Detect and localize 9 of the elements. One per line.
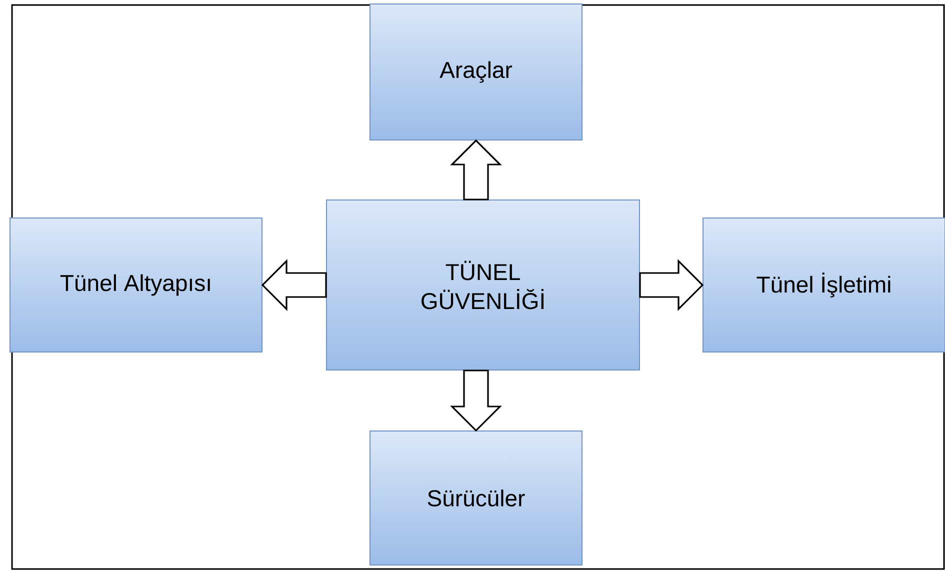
process-box: TÜNEL GÜVENLİĞİ [326, 200, 640, 370]
process-box: Araçlar [370, 4, 582, 140]
process-box: Sürücüler [370, 430, 582, 566]
block-arrow [639, 259, 704, 311]
process-box: Tünel İşletimi [702, 218, 945, 352]
block-arrow [261, 259, 327, 311]
process-box: Tünel Altyapısı [10, 218, 262, 352]
block-arrow [450, 139, 502, 200]
block-arrow [450, 370, 502, 432]
